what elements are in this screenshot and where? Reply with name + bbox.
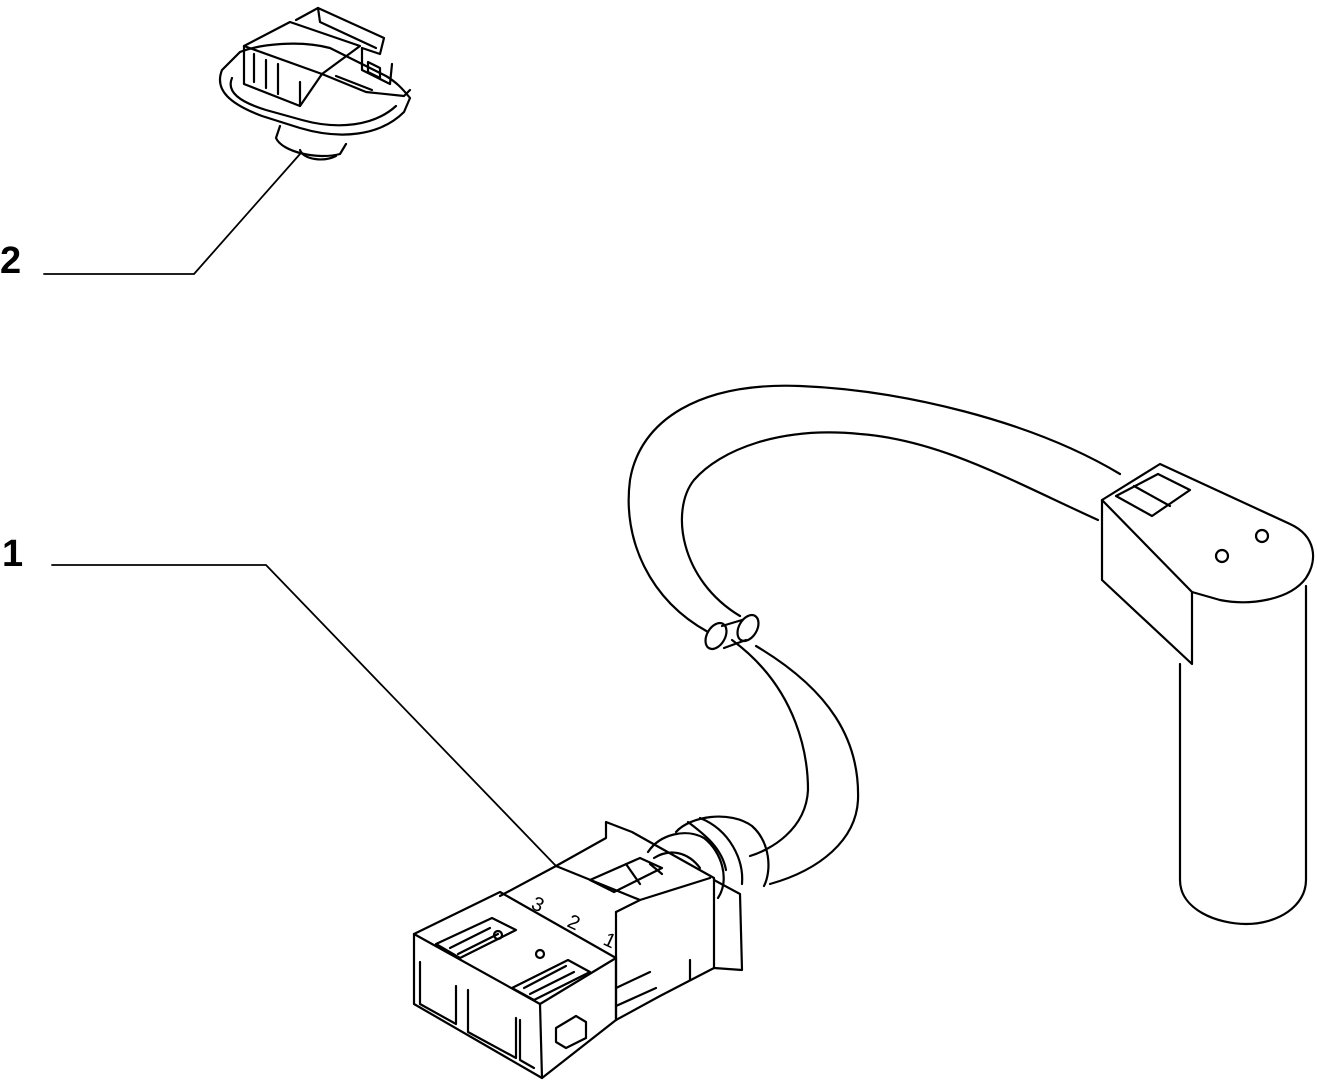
connector-body — [554, 820, 716, 1022]
sensor-shaft — [1178, 584, 1308, 926]
pin-label-3: 3 — [528, 893, 547, 918]
connector-shell — [412, 890, 618, 1080]
sensor-part-1: 3 2 1 — [412, 384, 1315, 1080]
sensor-head — [1100, 462, 1315, 666]
clip-part-2 — [219, 6, 412, 161]
callout-part-2: 2 — [0, 240, 22, 282]
grommet — [674, 815, 770, 888]
callout-part-1: 1 — [2, 533, 24, 575]
leader-line-2 — [43, 153, 301, 275]
leader-line-1 — [51, 564, 557, 867]
cable — [627, 384, 1122, 858]
pin-label-2: 2 — [564, 911, 583, 936]
